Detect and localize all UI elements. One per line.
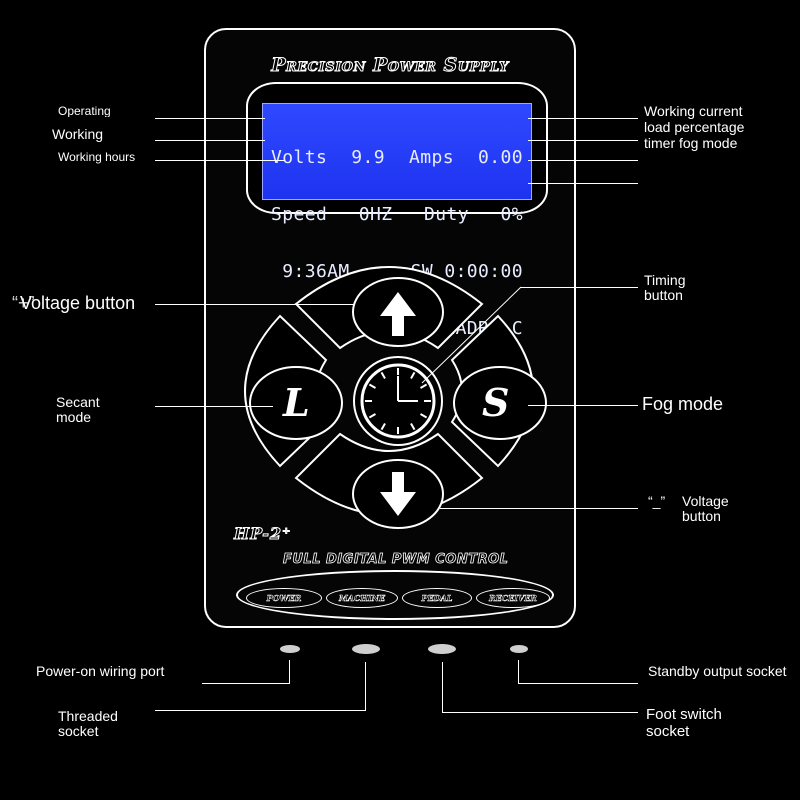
annotation-working-current: Working current (644, 103, 743, 119)
leader-line (528, 118, 638, 119)
lcd-duty-value: 0% (500, 204, 523, 225)
lcd-clock: 9:36AM (271, 261, 350, 282)
port-label-receiver: RECEIVER (476, 588, 550, 608)
annotation-timer-fog-mode: timer fog mode (644, 135, 738, 151)
annotation-working-power: Working power (52, 127, 104, 142)
annotation-standby-output: Standby output socket (648, 663, 787, 679)
leader-line (365, 662, 366, 711)
leader-line (440, 508, 638, 509)
annotation-fog-mode: Fog mode (642, 394, 724, 414)
s-button[interactable] (453, 366, 547, 440)
l-button[interactable] (249, 366, 343, 440)
voltage-down-line-2: button (682, 508, 721, 524)
leader-line (442, 662, 443, 713)
timing-button-line-2: button (644, 287, 683, 303)
timing-leader (421, 286, 522, 384)
annotation-voltage-up: “+”Voltage button (12, 293, 135, 313)
annotation-operating-voltage: Operating voltage (58, 105, 111, 117)
port-label-band (236, 570, 554, 620)
annotation-voltage-down: Voltage button (682, 494, 729, 524)
annotation-power-on-port: Power-on wiring port (36, 663, 165, 679)
leader-line (155, 406, 273, 407)
lcd-duty-label: Duty (424, 204, 469, 225)
lcd-speed-value: 0HZ (358, 204, 393, 225)
leader-line (528, 160, 638, 161)
up-arrow-icon (380, 292, 416, 336)
foot-switch-line-2: socket (646, 723, 690, 740)
lcd-row-time: 9:36AM SW 0:00:00 (271, 262, 523, 281)
lcd-volts-label: Volts (271, 147, 328, 168)
leader-line (155, 304, 355, 305)
annotation-threaded-socket: Threaded socket (58, 709, 118, 739)
annotation-timing-button: Timing button (644, 273, 686, 303)
lcd-amps-label: Amps (409, 147, 454, 168)
leader-line (289, 660, 290, 684)
leader-line (155, 710, 366, 711)
down-arrow-icon (380, 472, 416, 516)
model-label: HP-2⁺ (234, 524, 292, 544)
leader-line (528, 183, 638, 184)
power-socket[interactable] (280, 645, 300, 653)
timing-button-line-1: Timing (644, 272, 686, 288)
leader-line (202, 683, 290, 684)
secant-mode-line-2: mode (56, 409, 92, 425)
lcd-volts-value: 9.9 (351, 147, 385, 168)
s-mode-letter: S (482, 380, 510, 425)
threaded-socket-line-2: socket (58, 723, 99, 739)
foot-switch-line-1: Foot switch (646, 706, 722, 723)
annotation-load-percentage: load percentage (644, 119, 745, 135)
leader-line (528, 140, 638, 141)
lcd-row-volts: Volts 9.9 Amps 0.00 (271, 148, 523, 167)
lcd-amps-value: 0.00 (478, 147, 523, 168)
threaded-socket-line-1: Threaded (58, 708, 118, 724)
leader-line (155, 118, 265, 119)
port-label-power: POWER (246, 588, 322, 608)
voltage-down-line-1: Voltage (682, 493, 729, 509)
leader-line (442, 712, 638, 713)
voltage-up-prefix: “+” (12, 293, 35, 313)
leader-line (518, 683, 638, 684)
leader-line (155, 140, 265, 141)
l-mode-letter: L (283, 380, 310, 425)
lcd-row-speed: Speed 0HZ Duty 0% (271, 205, 523, 224)
leader-line (528, 405, 638, 406)
annotation-working-hours: Working hours (58, 150, 136, 164)
port-label-machine: MACHINE (326, 588, 398, 608)
button-cluster (244, 266, 547, 529)
pedal-socket[interactable] (428, 644, 456, 654)
receiver-socket[interactable] (510, 645, 528, 653)
leader-line (155, 160, 285, 161)
voltage-up-label: Voltage button (20, 293, 136, 313)
pwm-control-label: FULL DIGITAL PWM CONTROL (283, 552, 509, 568)
voltage-down-prefix: “_” (648, 493, 666, 509)
brand-title: Precision Power Supply (271, 54, 509, 77)
annotation-secant-mode: Secant mode (56, 395, 100, 425)
clock-ticks (365, 368, 431, 434)
leader-line (520, 287, 638, 288)
lcd-display: Volts 9.9 Amps 0.00 Speed 0HZ Duty 0% 9:… (262, 103, 532, 338)
leader-line (518, 660, 519, 684)
annotation-foot-switch: Foot switch socket (646, 706, 722, 740)
machine-socket[interactable] (352, 644, 380, 654)
secant-mode-line-1: Secant (56, 394, 100, 410)
lcd-speed-label: Speed (271, 204, 328, 225)
port-label-pedal: PEDAL (402, 588, 472, 608)
